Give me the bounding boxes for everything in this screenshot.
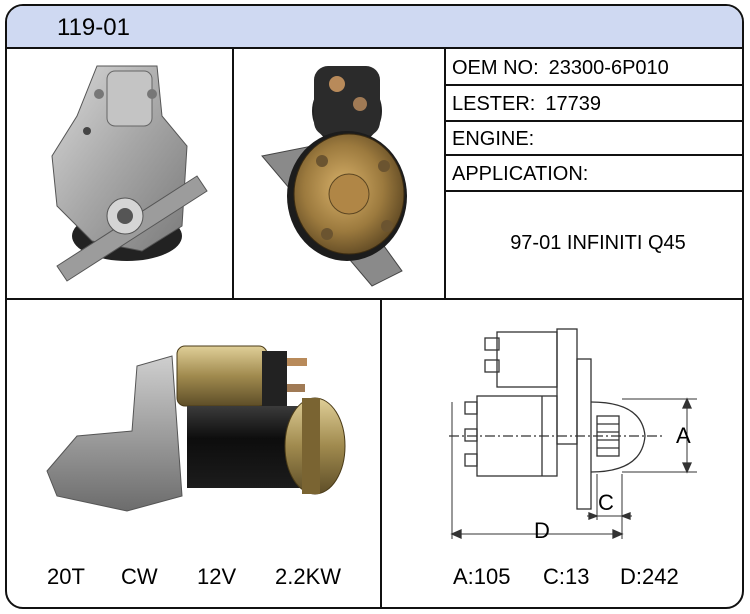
divider — [444, 120, 742, 122]
voltage-rating: 12V — [197, 564, 237, 589]
dimension-a-value: A:105 — [453, 564, 511, 589]
product-spec-card: 119-01 — [5, 4, 744, 609]
part-number-title: 119-01 — [57, 14, 130, 41]
dimension-d-value: D:242 — [620, 564, 679, 589]
divider — [232, 47, 234, 300]
dimension-drawing — [449, 328, 697, 540]
oem-value: 23300-6P010 — [548, 57, 669, 79]
starter-rear-photo — [261, 66, 407, 287]
application-row: APPLICATION: — [452, 163, 588, 186]
application-label: APPLICATION: — [452, 163, 589, 185]
dimension-a-mark: A — [676, 423, 691, 448]
lester-label: LESTER: — [452, 93, 536, 115]
dimension-c-value: C:13 — [543, 564, 590, 589]
engine-row: ENGINE: — [452, 128, 544, 151]
starter-front-photo — [51, 65, 208, 282]
divider — [380, 300, 382, 607]
divider — [444, 47, 446, 300]
application-value: 97-01 INFINITI Q45 — [510, 232, 686, 254]
starter-side-photo — [46, 345, 346, 512]
oem-row: OEM NO: 23300-6P010 — [452, 57, 669, 80]
dimension-d-mark: D — [534, 518, 550, 543]
divider — [444, 84, 742, 86]
header-bar: 119-01 — [7, 6, 742, 49]
divider — [444, 154, 742, 156]
engine-label: ENGINE: — [452, 128, 535, 150]
oem-label: OEM NO: — [452, 57, 539, 79]
teeth-rating: 20T — [47, 564, 85, 589]
dimension-c-mark: C — [598, 490, 614, 515]
rotation-rating: CW — [121, 564, 158, 589]
lester-row: LESTER: 17739 — [452, 93, 601, 116]
lester-value: 17739 — [545, 93, 601, 115]
power-rating: 2.2KW — [275, 564, 342, 589]
divider — [7, 298, 742, 300]
divider — [444, 190, 742, 192]
